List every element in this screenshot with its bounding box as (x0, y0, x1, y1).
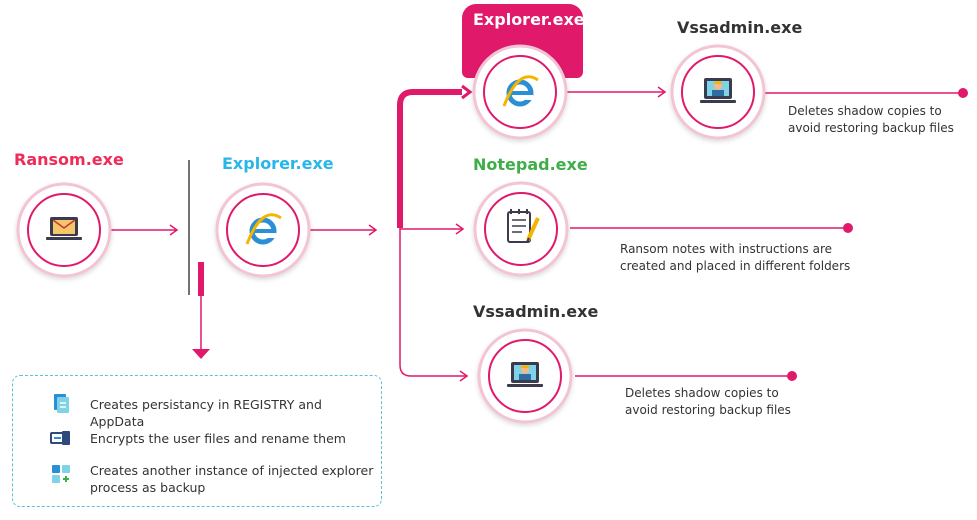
laptop-worker-icon (507, 362, 543, 387)
legend-box (12, 375, 382, 507)
branch-trunk (397, 89, 462, 228)
node-label-explorer-injected: Explorer.exe (222, 154, 334, 173)
notepad-pen-icon (507, 209, 540, 243)
description-vssadmin-bottom: Deletes shadow copies to avoid restoring… (625, 386, 791, 417)
legend-item-backup-instance: Creates another instance of injected exp… (90, 463, 374, 495)
endpoint-dot (787, 371, 797, 381)
legend-icons (50, 394, 70, 483)
legend-arrow-head (192, 349, 210, 359)
endpoint-dot (958, 88, 968, 98)
node-label-vssadmin-top: Vssadmin.exe (677, 18, 803, 37)
node-label-notepad: Notepad.exe (473, 155, 588, 174)
laptop-worker-icon (700, 78, 736, 103)
description-notepad: Ransom notes with instructions are creat… (620, 242, 851, 273)
internet-explorer-icon (502, 75, 539, 107)
node-label-vssadmin-bottom: Vssadmin.exe (473, 302, 599, 321)
description-vssadmin-top: Deletes shadow copies to avoid restoring… (788, 104, 954, 135)
internet-explorer-icon (245, 213, 282, 245)
node-label-ransom: Ransom.exe (14, 150, 124, 169)
node-label-explorer-top: Explorer.exe (473, 10, 585, 29)
legend-item-encrypt: Encrypts the user files and rename them (90, 431, 346, 446)
registry-file-icon (54, 394, 69, 413)
endpoint-dot (843, 223, 853, 233)
legend-item-persistence: Creates persistancy in REGISTRY and AppD… (90, 397, 322, 429)
laptop-envelope-icon (46, 217, 82, 240)
process-instance-icon (52, 465, 70, 483)
encrypt-icon (50, 431, 70, 445)
